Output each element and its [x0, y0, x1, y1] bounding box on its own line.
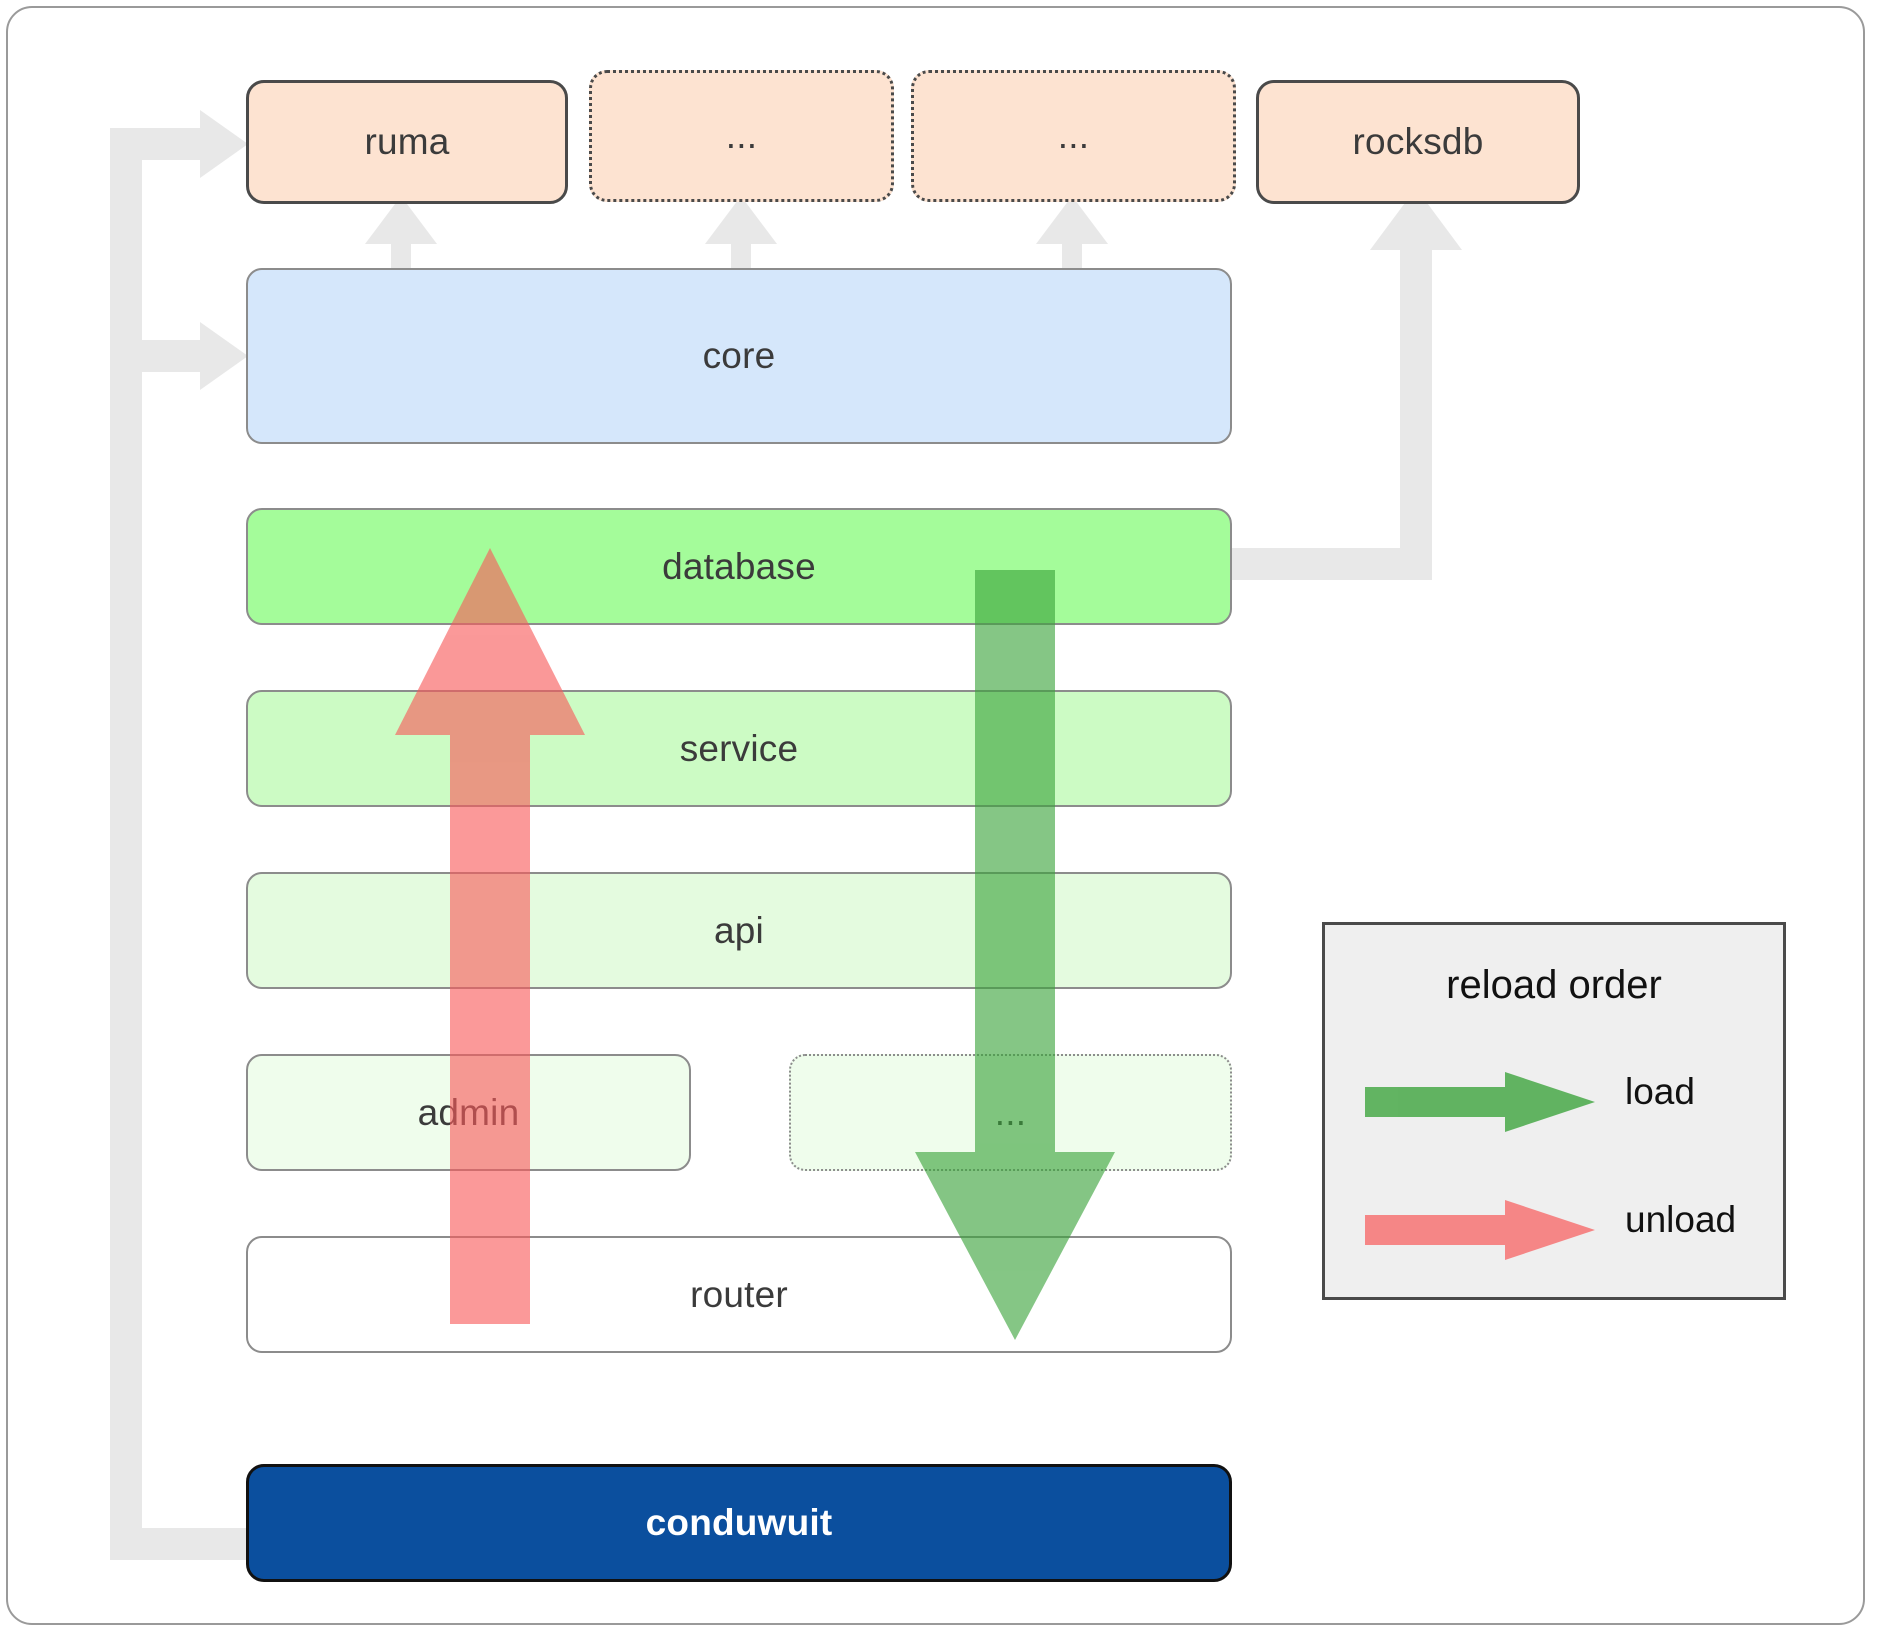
- layer-box-api[interactable]: api: [246, 872, 1232, 989]
- dep-box-rocksdb-label: rocksdb: [1352, 121, 1484, 162]
- layer-box-service-label: service: [679, 727, 799, 769]
- dep-box-placeholder-1[interactable]: ...: [589, 70, 894, 202]
- legend-label-unload: unload: [1625, 1199, 1737, 1240]
- layer-box-core-label: core: [702, 335, 776, 376]
- legend-panel: reload order load unload: [1322, 922, 1786, 1300]
- dep-box-ruma-label: ruma: [364, 121, 450, 162]
- dep-box-placeholder-1-label: ...: [725, 115, 758, 156]
- layer-box-placeholder[interactable]: ...: [789, 1054, 1232, 1171]
- legend-row-load: load: [1325, 1055, 1783, 1145]
- legend-row-unload: unload: [1325, 1183, 1783, 1273]
- dep-box-placeholder-2[interactable]: ...: [911, 70, 1236, 202]
- layer-box-database[interactable]: database: [246, 508, 1232, 625]
- root-box-conduwuit[interactable]: conduwuit: [246, 1464, 1232, 1582]
- layer-box-api-label: api: [714, 909, 764, 951]
- root-box-conduwuit-label: conduwuit: [645, 1502, 833, 1543]
- layer-box-router[interactable]: router: [246, 1236, 1232, 1353]
- load-arrow-icon: [1365, 1072, 1595, 1132]
- layer-box-admin[interactable]: admin: [246, 1054, 691, 1171]
- layer-box-database-label: database: [662, 545, 816, 587]
- layer-box-core[interactable]: core: [246, 268, 1232, 444]
- dep-box-rocksdb[interactable]: rocksdb: [1256, 80, 1580, 204]
- layer-box-placeholder-label: ...: [994, 1091, 1027, 1133]
- dep-box-placeholder-2-label: ...: [1057, 115, 1090, 156]
- unload-arrow-icon: [1365, 1200, 1595, 1260]
- layer-box-router-label: router: [690, 1273, 788, 1315]
- legend-label-load: load: [1625, 1071, 1695, 1112]
- diagram-frame: [6, 6, 1865, 1625]
- layer-box-admin-label: admin: [417, 1091, 520, 1133]
- legend-title: reload order: [1446, 963, 1662, 1007]
- layer-box-service[interactable]: service: [246, 690, 1232, 807]
- dep-box-ruma[interactable]: ruma: [246, 80, 568, 204]
